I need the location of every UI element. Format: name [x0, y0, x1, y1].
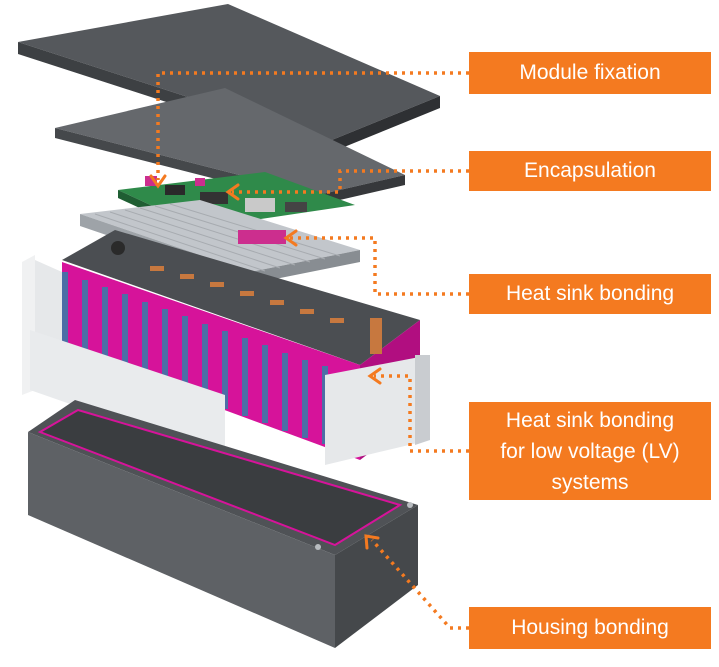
label-encapsulation: Encapsulation [469, 151, 711, 191]
label-heat-sink-bonding-lv-line-2: for low voltage (LV) [500, 439, 680, 463]
cell-stack [62, 230, 420, 460]
label-heat-sink-bonding-text: Heat sink bonding [505, 282, 675, 305]
leader-heat-sink-bonding [290, 236, 469, 296]
end-plate-right [325, 355, 430, 465]
label-heat-sink-bonding-lv: Heat sink bonding for low voltage (LV) s… [469, 402, 711, 500]
leader-encapsulation [232, 169, 469, 194]
end-plate-left [22, 255, 225, 458]
leader-housing-bonding [370, 538, 469, 630]
label-heat-sink-bonding: Heat sink bonding [469, 274, 711, 314]
label-module-fixation-text: Module fixation [519, 61, 661, 84]
leader-arrowheads [149, 174, 382, 550]
label-module-fixation: Module fixation [469, 52, 711, 94]
leader-heat-sink-bonding-lv [374, 374, 469, 453]
housing [28, 400, 418, 648]
label-encapsulation-text: Encapsulation [524, 159, 656, 182]
label-housing-bonding-text: Housing bonding [511, 616, 669, 639]
label-heat-sink-bonding-lv-line-1: Heat sink bonding [505, 408, 675, 432]
leader-lines [156, 71, 469, 630]
label-housing-bonding: Housing bonding [469, 607, 711, 649]
label-heat-sink-bonding-lv-line-3: systems [551, 470, 629, 494]
